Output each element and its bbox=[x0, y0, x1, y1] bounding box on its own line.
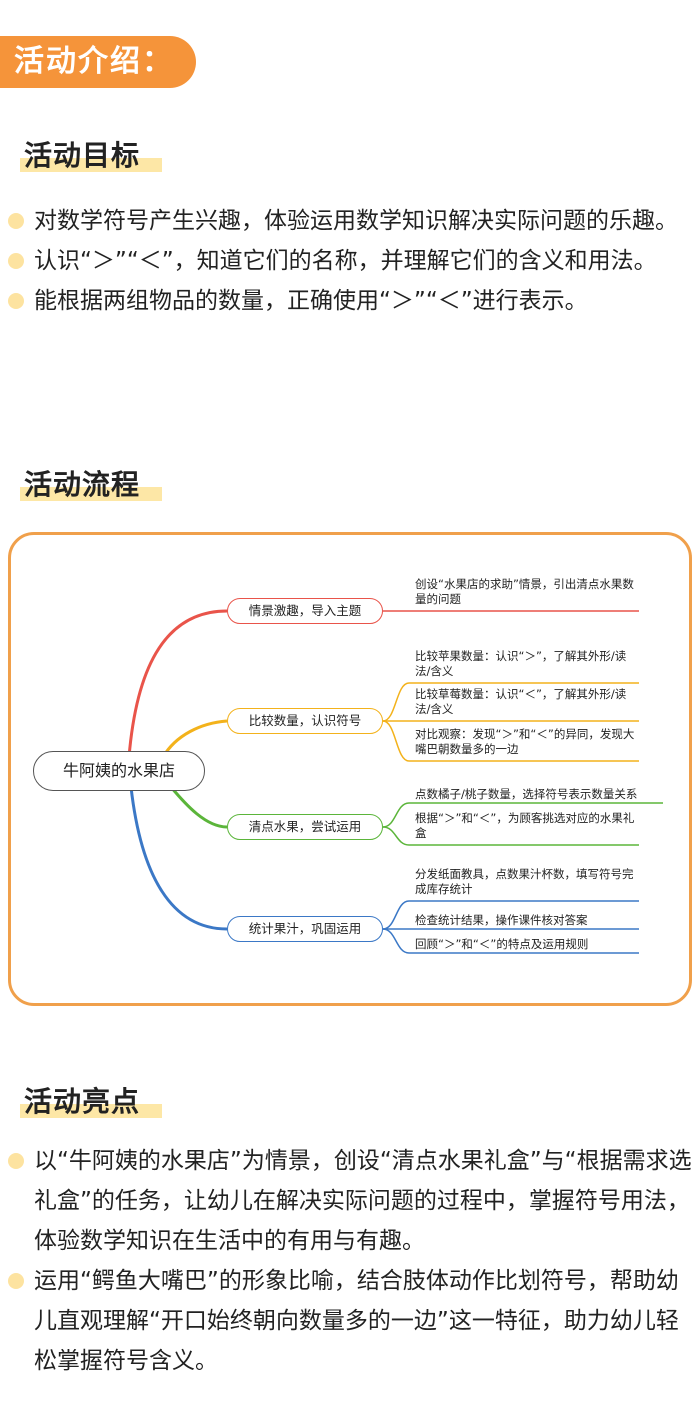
mindmap-leaf: 比较草莓数量：认识“＜”，了解其外形/读法/含义 bbox=[415, 687, 627, 716]
mindmap-branch-4: 统计果汁，巩固运用 bbox=[227, 916, 383, 942]
highlights-title: 活动亮点 bbox=[20, 1080, 162, 1120]
mindmap-branch-2: 比较数量，认识符号 bbox=[227, 708, 383, 734]
mindmap-root: 牛阿姨的水果店 bbox=[33, 751, 205, 791]
highlight-item: 运用“鳄鱼大嘴巴”的形象比喻，结合肢体动作比划符号，帮助幼儿直观理解“开口始终朝… bbox=[0, 1261, 700, 1381]
mindmap-leaf: 比较苹果数量：认识“＞”，了解其外形/读法/含义 bbox=[415, 649, 627, 678]
highlight-item: 以“牛阿姨的水果店”为情景，创设“清点水果礼盒”与“根据需求选礼盒”的任务，让幼… bbox=[0, 1141, 700, 1261]
mindmap-connectors bbox=[127, 609, 663, 954]
highlights-list: 以“牛阿姨的水果店”为情景，创设“清点水果礼盒”与“根据需求选礼盒”的任务，让幼… bbox=[0, 1141, 700, 1381]
goal-item: 对数学符号产生兴趣，体验运用数学知识解决实际问题的乐趣。 bbox=[0, 201, 700, 241]
mindmap-branch-1: 情景激趣，导入主题 bbox=[227, 598, 383, 624]
goals-title: 活动目标 bbox=[20, 134, 162, 174]
mindmap-leaf: 对比观察：发现“＞”和“＜”的异同，发现大嘴巴朝数量多的一边 bbox=[415, 727, 635, 756]
intro-banner: 活动介绍： bbox=[0, 36, 196, 88]
mindmap-branch-3: 清点水果，尝试运用 bbox=[227, 814, 383, 840]
goals-list: 对数学符号产生兴趣，体验运用数学知识解决实际问题的乐趣。 认识“＞”“＜”，知道… bbox=[0, 201, 700, 321]
mindmap-leaf: 创设“水果店的求助”情景，引出清点水果数量的问题 bbox=[415, 577, 634, 606]
mindmap-leaf: 回顾“＞”和“＜”的特点及运用规则 bbox=[415, 937, 589, 951]
mindmap-leaf: 点数橘子/桃子数量，选择符号表示数量关系 bbox=[415, 787, 638, 801]
mindmap-leaf: 分发纸面教具，点数果汁杯数，填写符号完成库存统计 bbox=[415, 867, 634, 896]
process-mindmap: 牛阿姨的水果店 情景激趣，导入主题 比较数量，认识符号 清点水果，尝试运用 统计… bbox=[8, 532, 692, 1006]
goal-item: 能根据两组物品的数量，正确使用“＞”“＜”进行表示。 bbox=[0, 281, 700, 321]
process-title: 活动流程 bbox=[20, 463, 162, 503]
goal-item: 认识“＞”“＜”，知道它们的名称，并理解它们的含义和用法。 bbox=[0, 241, 700, 281]
mindmap-leaf: 根据“＞”和“＜”，为顾客挑选对应的水果礼盒 bbox=[415, 811, 635, 840]
mindmap-leaf: 检查统计结果，操作课件核对答案 bbox=[415, 913, 588, 927]
